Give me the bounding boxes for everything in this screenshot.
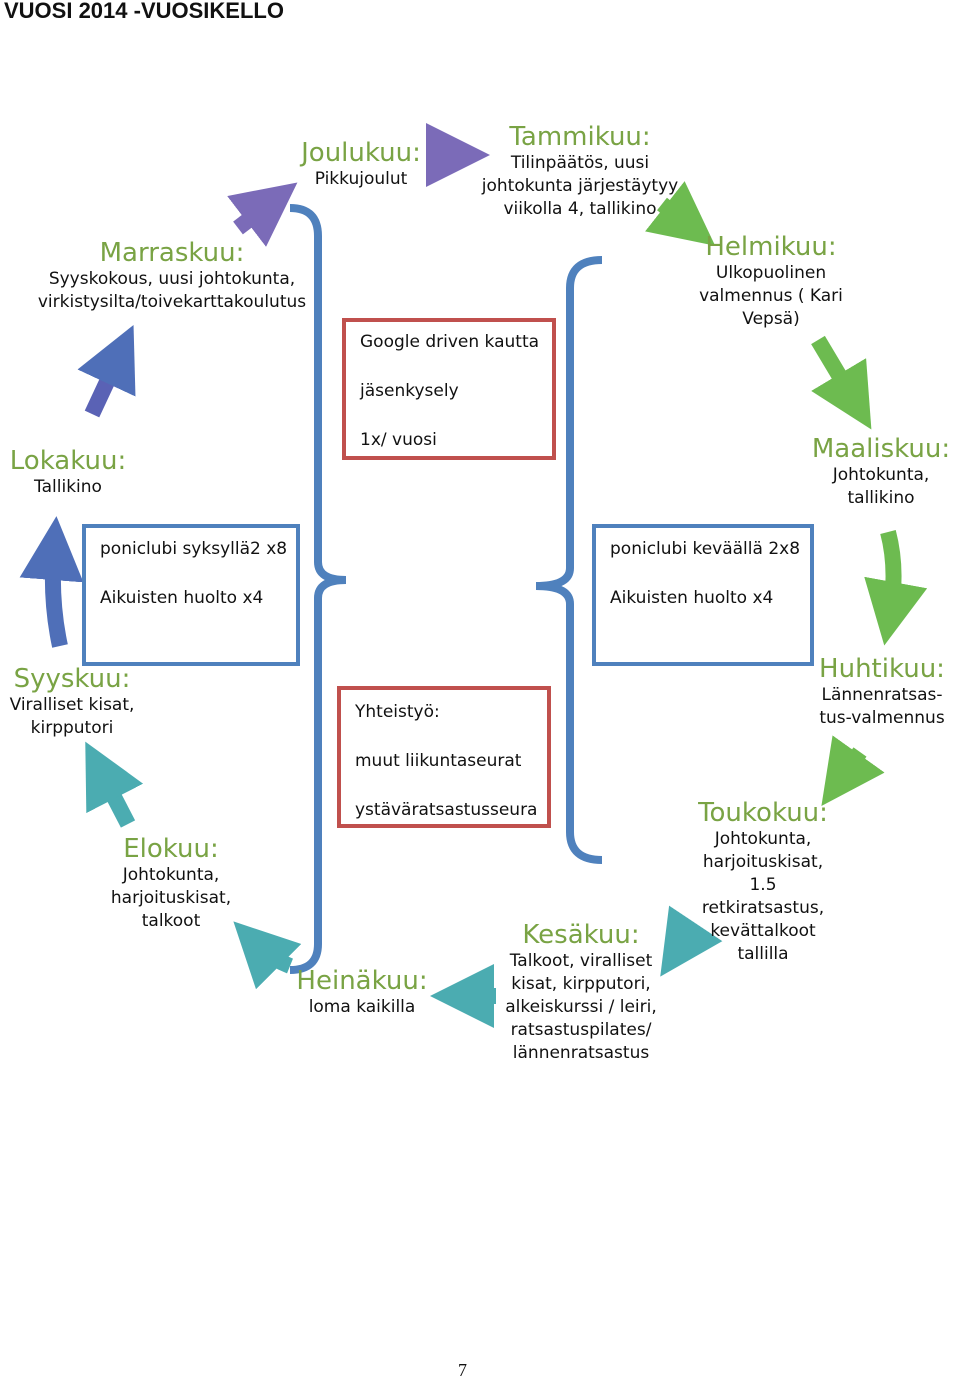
arrow-helmi-maalis xyxy=(811,335,872,430)
month-joulukuu: Joulukuu: Pikkujoulut xyxy=(290,138,432,191)
month-lokakuu: Lokakuu: Tallikino xyxy=(6,446,130,499)
arrow-tammi-helmi xyxy=(645,181,716,246)
arrow-touko-kesa xyxy=(660,905,723,977)
arrow-maalis-huhti xyxy=(864,529,928,646)
month-name: Kesäkuu: xyxy=(522,920,640,950)
arrow-syys-loka xyxy=(19,516,84,648)
arrow-huhti-touko xyxy=(821,735,885,807)
month-heinakuu: Heinäkuu: loma kaikilla xyxy=(292,966,432,1019)
month-name: Tammikuu: xyxy=(509,122,651,152)
month-name: Syyskuu: xyxy=(13,664,131,694)
month-marraskuu: Marraskuu: Syyskokous, uusi johtokunta, … xyxy=(26,238,318,314)
month-kesakuu: Kesäkuu: Talkoot, viralliset kisat, kirp… xyxy=(494,920,668,1065)
spring-activities-box: poniclubi keväällä 2x8 Aikuisten huolto … xyxy=(592,524,814,666)
cooperation-box: Yhteistyö: muut liikuntaseurat ystävärat… xyxy=(337,686,551,828)
arrow-elo-syys xyxy=(85,741,144,828)
month-helmikuu: Helmikuu: Ulkopuolinen valmennus ( Kari … xyxy=(680,232,862,331)
google-survey-box: Google driven kautta jäsenkysely 1x/ vuo… xyxy=(342,318,556,460)
month-syyskuu: Syyskuu: Viralliset kisat, kirpputori xyxy=(4,664,140,740)
month-name: Helmikuu: xyxy=(705,232,837,262)
month-name: Marraskuu: xyxy=(99,238,245,268)
month-name: Toukokuu: xyxy=(698,798,828,828)
month-name: Elokuu: xyxy=(123,834,219,864)
arrow-marras-joulu xyxy=(227,182,298,247)
arrow-heina-elo xyxy=(233,921,302,990)
right-bracket xyxy=(535,256,603,864)
month-tammikuu: Tammikuu: Tilinpäätös, uusi johtokunta j… xyxy=(470,122,690,221)
month-elokuu: Elokuu: Johtokunta, harjoituskisat, talk… xyxy=(96,834,246,933)
left-bracket xyxy=(289,204,347,974)
month-name: Lokakuu: xyxy=(9,446,127,476)
month-name: Heinäkuu: xyxy=(296,966,428,996)
month-name: Joulukuu: xyxy=(301,138,421,168)
arrow-loka-marras xyxy=(77,325,136,418)
month-name: Huhtikuu: xyxy=(819,654,945,684)
month-huhtikuu: Huhtikuu: Lännenratsas- tus-valmennus xyxy=(810,654,954,730)
page-title: VUOSI 2014 -VUOSIKELLO xyxy=(4,0,284,23)
autumn-activities-box: poniclubi syksyllä2 x8 Aikuisten huolto … xyxy=(82,524,300,666)
month-toukokuu: Toukokuu: Johtokunta, harjoituskisat, 1.… xyxy=(684,798,842,966)
month-name: Maaliskuu: xyxy=(811,434,951,464)
page-number: 7 xyxy=(458,1360,467,1380)
month-maaliskuu: Maaliskuu: Johtokunta, tallikino xyxy=(806,434,956,510)
